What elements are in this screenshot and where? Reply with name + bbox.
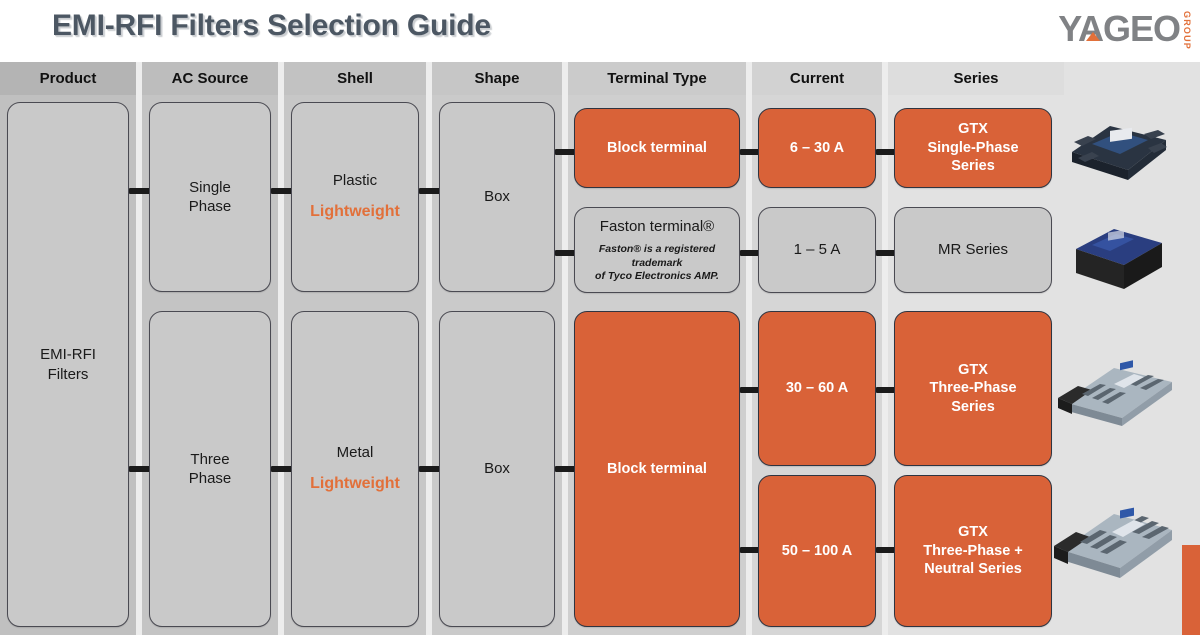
node-line-1: GTX [958, 361, 988, 378]
node-series-gtx-three-phase-neutral[interactable]: GTX Three-Phase + Neutral Series [894, 475, 1052, 627]
node-line-2: Phase [188, 198, 232, 215]
column-header-label: Series [953, 70, 999, 87]
column-header-series: Series [888, 62, 1064, 95]
node-line-3: Series [951, 158, 995, 175]
node-shell-metal[interactable]: Metal Lightweight [291, 311, 419, 627]
page-title: EMI-RFI Filters Selection Guide [52, 9, 491, 42]
node-line-2: Three-Phase [929, 380, 1017, 397]
connector-three-phase-to-metal [271, 466, 293, 472]
logo-triangle-icon [1086, 32, 1101, 41]
column-header-label: Product [39, 70, 97, 87]
node-line-1: EMI-RFI [40, 346, 96, 364]
orange-accent-bar [1182, 545, 1200, 635]
node-line-1: GTX [958, 121, 988, 138]
node-single-phase[interactable]: Single Phase [149, 102, 271, 292]
connector-box-top-to-block-terminal [555, 149, 577, 155]
node-block-terminal-bottom[interactable]: Block terminal [574, 311, 740, 627]
node-label: Block terminal [607, 460, 707, 477]
connector-product-to-single-phase [129, 188, 151, 194]
logo-wordmark: YAGEO [1058, 8, 1181, 49]
connector-50-100a-to-gtx-three-neutral [876, 547, 898, 553]
node-line-2: Filters [47, 365, 89, 383]
node-line-1: MR Series [937, 241, 1008, 259]
node-line-1: Single [189, 178, 231, 196]
node-lightweight-tag: Lightweight [310, 203, 400, 221]
node-label: 1 – 5 A [793, 241, 841, 259]
connector-product-to-three-phase [129, 466, 151, 472]
column-header-label: AC Source [171, 70, 249, 87]
node-label: 30 – 60 A [785, 380, 849, 397]
column-header-label: Current [789, 70, 845, 87]
gtx-single-phase-filter-photo [1062, 112, 1174, 184]
column-header-label: Shape [474, 70, 520, 87]
node-line-1: Three [190, 450, 230, 468]
node-current-1-5a[interactable]: 1 – 5 A [758, 207, 876, 293]
node-series-mr[interactable]: MR Series [894, 207, 1052, 293]
connector-box-bottom-to-block-terminal [555, 466, 577, 472]
node-material-label: Plastic [332, 172, 378, 190]
gtx-three-phase-filter-photo [1052, 352, 1180, 436]
yageo-logo: YAGEO GROUP [1058, 10, 1192, 52]
connector-6-30a-to-gtx-single [876, 149, 898, 155]
column-header-product: Product [0, 62, 136, 95]
column-header-label: Terminal Type [607, 70, 707, 87]
node-shape-box-bottom[interactable]: Box [439, 311, 555, 627]
connector-block-bottom-to-50-100a [740, 547, 762, 553]
node-label: 6 – 30 A [789, 139, 845, 156]
node-three-phase[interactable]: Three Phase [149, 311, 271, 627]
node-current-6-30a[interactable]: 6 – 30 A [758, 108, 876, 188]
connector-metal-to-box-bottom [419, 466, 441, 472]
node-line-2: Three-Phase + [923, 542, 1023, 559]
node-label: Block terminal [607, 139, 707, 156]
connector-block-bottom-to-30-60a [740, 387, 762, 393]
node-label: Box [484, 460, 510, 478]
column-header-current: Current [752, 62, 882, 95]
column-header-ac-source: AC Source [142, 62, 278, 95]
column-header-shell: Shell [284, 62, 426, 95]
node-series-gtx-single-phase[interactable]: GTX Single-Phase Series [894, 108, 1052, 188]
node-line-3: Series [951, 398, 995, 415]
connector-single-phase-to-plastic [271, 188, 293, 194]
logo-group-label: GROUP [1182, 11, 1192, 51]
node-shell-plastic[interactable]: Plastic Lightweight [291, 102, 419, 292]
gtx-three-phase-neutral-filter-photo [1048, 494, 1180, 586]
node-line-2: Single-Phase [927, 139, 1019, 156]
node-block-terminal-top[interactable]: Block terminal [574, 108, 740, 188]
column-header-terminal-type: Terminal Type [568, 62, 746, 95]
connector-block-top-to-6-30a [740, 149, 762, 155]
node-current-30-60a[interactable]: 30 – 60 A [758, 311, 876, 466]
node-series-gtx-three-phase[interactable]: GTX Three-Phase Series [894, 311, 1052, 466]
node-line-3: Neutral Series [924, 561, 1022, 578]
logo-wordmark-text: YAGEO [1058, 8, 1181, 49]
node-line-1: GTX [958, 524, 988, 541]
node-label: Faston terminal® [599, 218, 715, 236]
node-label: 50 – 100 A [781, 542, 853, 559]
node-trademark-note-line-1: Faston® is a registered trademark [598, 243, 716, 269]
node-material-label: Metal [336, 444, 374, 462]
node-emi-rfi-filters[interactable]: EMI-RFI Filters [7, 102, 129, 627]
flowchart-board: Product EMI-RFI Filters AC Source Single… [0, 62, 1200, 635]
column-header-label: Shell [337, 70, 373, 87]
connector-plastic-to-box-top [419, 188, 441, 194]
connector-30-60a-to-gtx-three [876, 387, 898, 393]
node-faston-terminal[interactable]: Faston terminal® Faston® is a registered… [574, 207, 740, 293]
node-trademark-note-line-2: of Tyco Electronics AMP. [595, 269, 719, 282]
node-line-2: Phase [188, 470, 232, 487]
node-label: Box [484, 188, 510, 206]
node-shape-box-top[interactable]: Box [439, 102, 555, 292]
node-current-50-100a[interactable]: 50 – 100 A [758, 475, 876, 627]
connector-box-top-to-faston [555, 250, 577, 256]
connector-1-5a-to-mr-series [876, 250, 898, 256]
column-header-shape: Shape [432, 62, 562, 95]
node-lightweight-tag: Lightweight [310, 475, 400, 493]
connector-faston-to-1-5a [740, 250, 762, 256]
mr-series-filter-photo [1066, 217, 1170, 299]
title-bar: EMI-RFI Filters Selection Guide YAGEO GR… [0, 0, 1200, 62]
